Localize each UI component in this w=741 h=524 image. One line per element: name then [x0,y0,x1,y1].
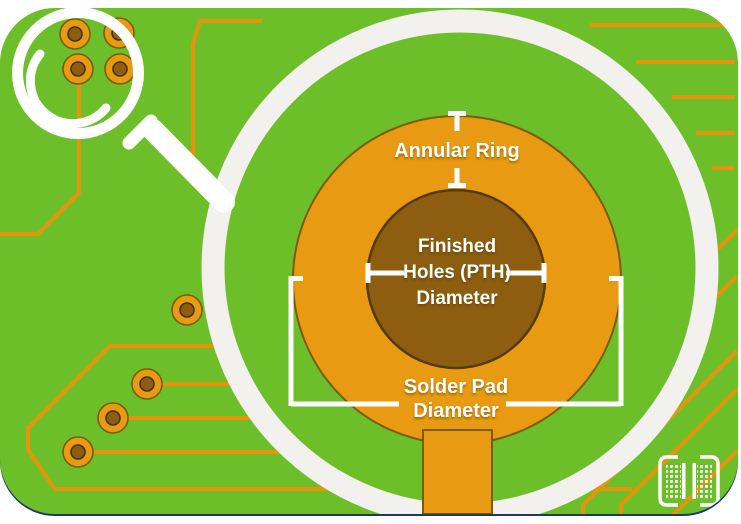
magnifier-rim [201,9,719,514]
corner-pads [62,294,203,468]
plated-hole [365,188,547,370]
magnified-view [201,9,719,514]
magnifier-lens-ring [12,8,144,139]
annular-ring-markers [448,111,466,188]
magnifier-lens-shine [25,49,111,129]
magnifier-handle-dash [122,114,158,150]
pad-diameter-bracket [288,276,624,407]
magnifier-icon [12,8,235,213]
magnified-trace [422,429,493,514]
magnifier-handle [142,119,235,213]
pcb-logo-icon [658,455,720,507]
pth-dimension-line [365,263,547,283]
